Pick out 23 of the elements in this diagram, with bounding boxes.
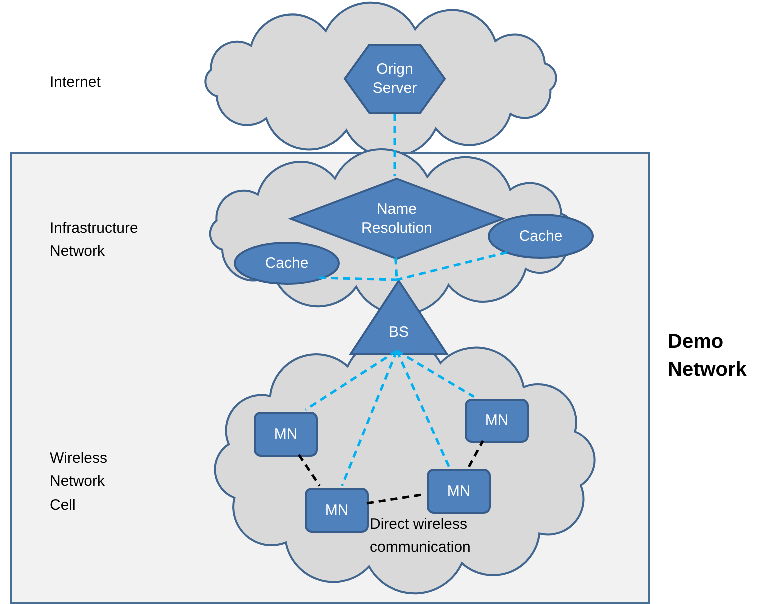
node-label: MN [274, 424, 298, 444]
node-label: Cache [265, 254, 309, 274]
connector-line [298, 454, 321, 487]
node-label: MN [447, 482, 471, 502]
connector-line [468, 440, 484, 468]
connector-line [305, 350, 398, 412]
node-label: MN [485, 411, 509, 431]
note-text: Direct wireless communication [370, 515, 472, 558]
node-label: MN [325, 500, 349, 520]
connector-line [396, 350, 475, 398]
area-label: Wireless Network Cell [50, 449, 109, 516]
node-label: Name Resolution [360, 200, 434, 238]
connector-line [341, 350, 398, 486]
area-label: Infrastructure Network [50, 219, 140, 262]
node-label: BS [388, 322, 409, 342]
node-label: Cache [519, 226, 563, 246]
connector-line [396, 251, 508, 282]
panel-title: Demo Network [668, 330, 748, 383]
node-label: Orign Server [372, 60, 418, 98]
connector-line [319, 276, 398, 282]
area-label: Internet [50, 73, 102, 93]
connector-line [396, 350, 450, 468]
connector-line [394, 114, 396, 176]
